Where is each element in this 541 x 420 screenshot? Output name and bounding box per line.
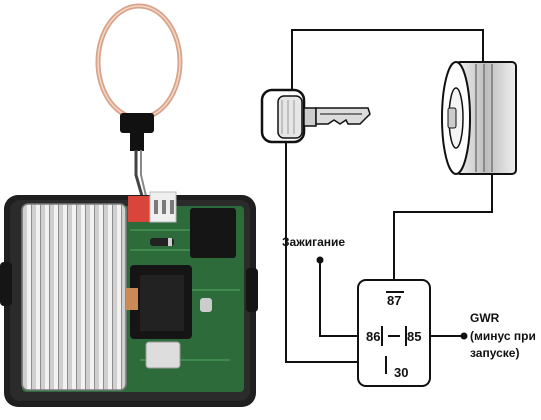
gwr-label-line2: (минус при: [470, 329, 536, 343]
pin-85-label: 85: [407, 329, 421, 344]
wire-ignition-to-86: [319, 260, 364, 337]
wire-connector: [128, 196, 150, 222]
immobilizer-device-photo: [0, 3, 258, 407]
gwr-label-line1: GWR: [470, 311, 500, 325]
schematic: [285, 29, 493, 363]
pin-87-label: 87: [387, 293, 401, 308]
ignition-label: Зажигание: [282, 235, 345, 249]
antenna-clip: [120, 113, 154, 133]
reader-coil-icon: [441, 61, 517, 175]
gwr-label-line3: запуске): [470, 346, 519, 360]
wire-coil-to-87: [393, 172, 493, 284]
pin-30-label: 30: [394, 365, 408, 380]
pin-86-label: 86: [366, 329, 380, 344]
relay-symbol: [357, 279, 431, 387]
gwr-terminal-dot: [460, 332, 468, 340]
heatsink: [22, 204, 126, 390]
wire-key-to-30: [285, 142, 386, 363]
ignition-terminal-dot: [316, 256, 324, 264]
wire-key-to-coil: [291, 29, 484, 96]
ignition-key-icon: [260, 88, 371, 144]
